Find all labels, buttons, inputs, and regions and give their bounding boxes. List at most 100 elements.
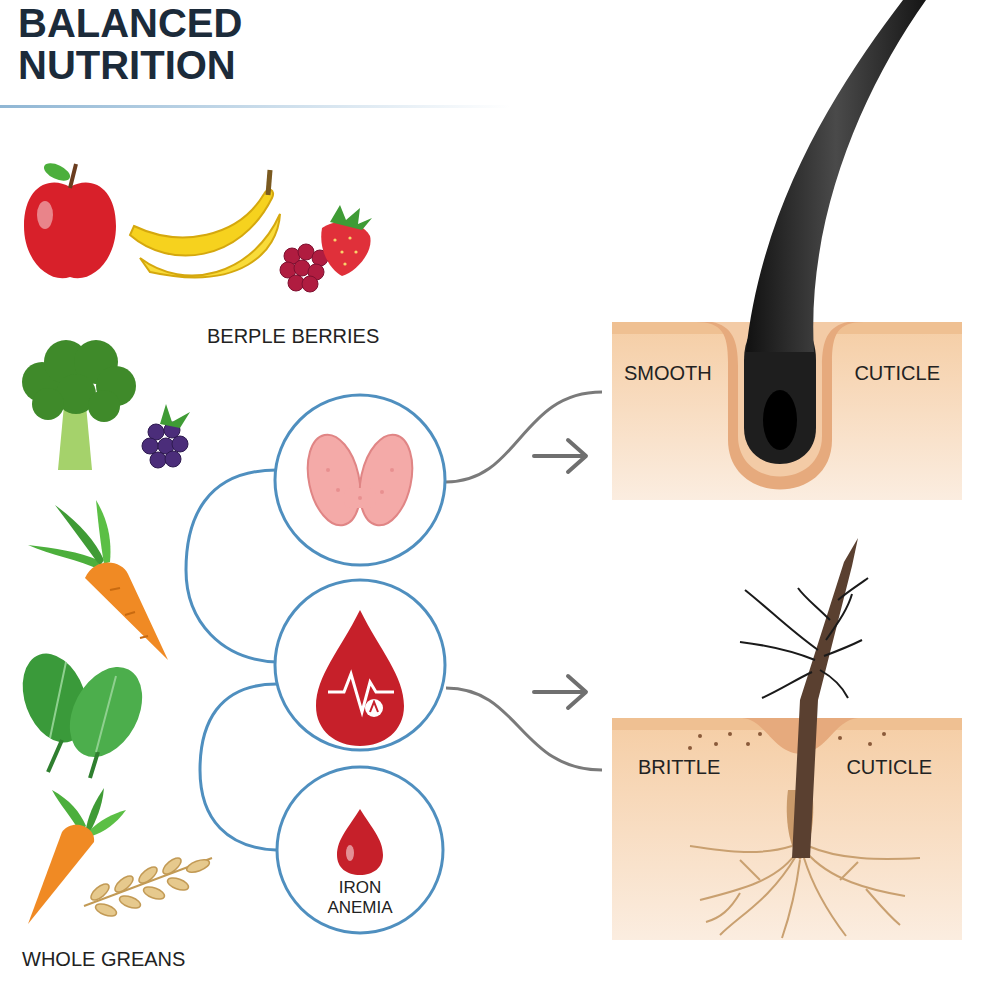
thyroid-icon xyxy=(336,488,340,492)
berries-icon xyxy=(330,205,372,230)
link-line xyxy=(446,392,602,770)
wheat-icon xyxy=(84,855,212,918)
spinach-icon xyxy=(50,662,116,752)
split-ends xyxy=(798,588,830,620)
thyroid-icon xyxy=(275,395,445,565)
skin-brittle xyxy=(698,734,702,738)
carrot-icon xyxy=(28,788,126,924)
berries-icon xyxy=(294,260,310,276)
berries-icon xyxy=(343,262,346,265)
wheat-icon xyxy=(142,885,166,902)
diagram-title: BALANCED NUTRITION xyxy=(18,2,308,86)
skin-brittle xyxy=(882,732,886,736)
skin-brittle xyxy=(840,862,858,880)
carrot-icon xyxy=(55,505,104,566)
wheat-icon xyxy=(118,894,142,911)
skin-brittle xyxy=(782,860,800,938)
wheat-icon xyxy=(166,876,190,893)
circle-label: IRON ANEMIA xyxy=(310,878,410,918)
blackberry-icon xyxy=(172,436,188,452)
carrot-icon xyxy=(28,500,168,660)
smooth-hair xyxy=(746,0,926,352)
skin-brittle xyxy=(690,846,792,852)
blood-drop-icon xyxy=(337,809,383,875)
wheat-icon xyxy=(88,881,111,903)
split-ends xyxy=(826,594,852,640)
apple-icon xyxy=(70,164,76,188)
broccoli-icon xyxy=(32,388,64,420)
split-ends xyxy=(824,640,862,656)
banana-icon xyxy=(130,170,280,277)
blood-drop-icon xyxy=(365,699,383,717)
berries-icon xyxy=(280,244,328,292)
berries-icon xyxy=(302,276,318,292)
carrot-icon xyxy=(88,810,126,836)
broccoli-icon xyxy=(22,340,136,422)
blood-drop-icon xyxy=(370,702,378,712)
blood-drop-icon xyxy=(275,580,445,750)
thyroid-icon xyxy=(358,496,362,500)
wheat-icon xyxy=(136,864,159,886)
iron-circle: IRON ANEMIA xyxy=(275,765,445,935)
berries-icon xyxy=(280,205,372,292)
skin-brittle xyxy=(866,889,900,925)
apple-icon xyxy=(37,201,53,229)
wheat-icon xyxy=(94,902,118,919)
berries-icon xyxy=(333,236,357,265)
connector-curve xyxy=(186,470,277,850)
panel-label: CUTICLE xyxy=(854,362,940,385)
blackberry-icon xyxy=(142,422,188,468)
wheat-icon xyxy=(160,855,183,877)
carrot-icon xyxy=(96,500,110,564)
skin-brittle xyxy=(688,746,692,750)
broccoli-icon xyxy=(88,390,120,422)
apple-icon xyxy=(24,182,116,278)
skin-brittle xyxy=(740,860,760,880)
carrot-icon xyxy=(28,825,94,924)
blood-drop-icon xyxy=(346,845,354,861)
split-ends xyxy=(838,578,868,600)
skin-brittle xyxy=(720,856,796,935)
split-ends xyxy=(820,670,848,698)
blackberry-icon xyxy=(160,404,190,428)
skin-brittle xyxy=(688,732,886,750)
split-ends xyxy=(740,642,815,660)
apple-icon xyxy=(24,160,116,279)
thyroid-icon xyxy=(300,430,368,530)
skin-brittle xyxy=(690,846,920,938)
divider-rule xyxy=(0,105,510,108)
berries-icon xyxy=(354,250,357,253)
banana-icon xyxy=(130,190,273,256)
thyroid-icon xyxy=(390,468,394,472)
thyroid-icon xyxy=(344,488,376,508)
blood-drop-icon xyxy=(275,580,445,750)
wheat-icon xyxy=(185,857,211,875)
broccoli-icon xyxy=(58,405,92,470)
arrow-symbol xyxy=(534,676,586,708)
skin-brittle xyxy=(808,846,920,859)
carrot-icon xyxy=(85,563,168,661)
connector-curve xyxy=(200,684,277,850)
spinach-icon xyxy=(48,740,98,778)
berries-icon xyxy=(340,250,343,253)
food-label: WHOLE GREANS xyxy=(22,948,185,971)
arrow-symbol xyxy=(534,440,586,472)
food-label: BERPLE BERRIES xyxy=(207,325,379,348)
split-ends xyxy=(740,578,868,698)
skin-brittle xyxy=(728,732,732,736)
skin-brittle xyxy=(758,732,762,736)
panel-label: SMOOTH xyxy=(624,362,712,385)
skin-brittle xyxy=(612,718,962,940)
skin-panel: SMOOTH CUTICLE xyxy=(612,322,962,500)
connector-curve xyxy=(186,470,277,662)
panel-label: BRITTLE xyxy=(638,756,720,779)
skin-panel: BRITTLECUTICLE xyxy=(612,718,962,940)
skin-brittle xyxy=(868,742,872,746)
brittle-hair xyxy=(792,538,858,858)
wheat-icon xyxy=(84,858,212,906)
blackberry-icon xyxy=(142,404,190,468)
arrow-symbol xyxy=(534,440,586,708)
blackberry-icon xyxy=(142,438,158,454)
spinach-icon xyxy=(11,645,157,778)
